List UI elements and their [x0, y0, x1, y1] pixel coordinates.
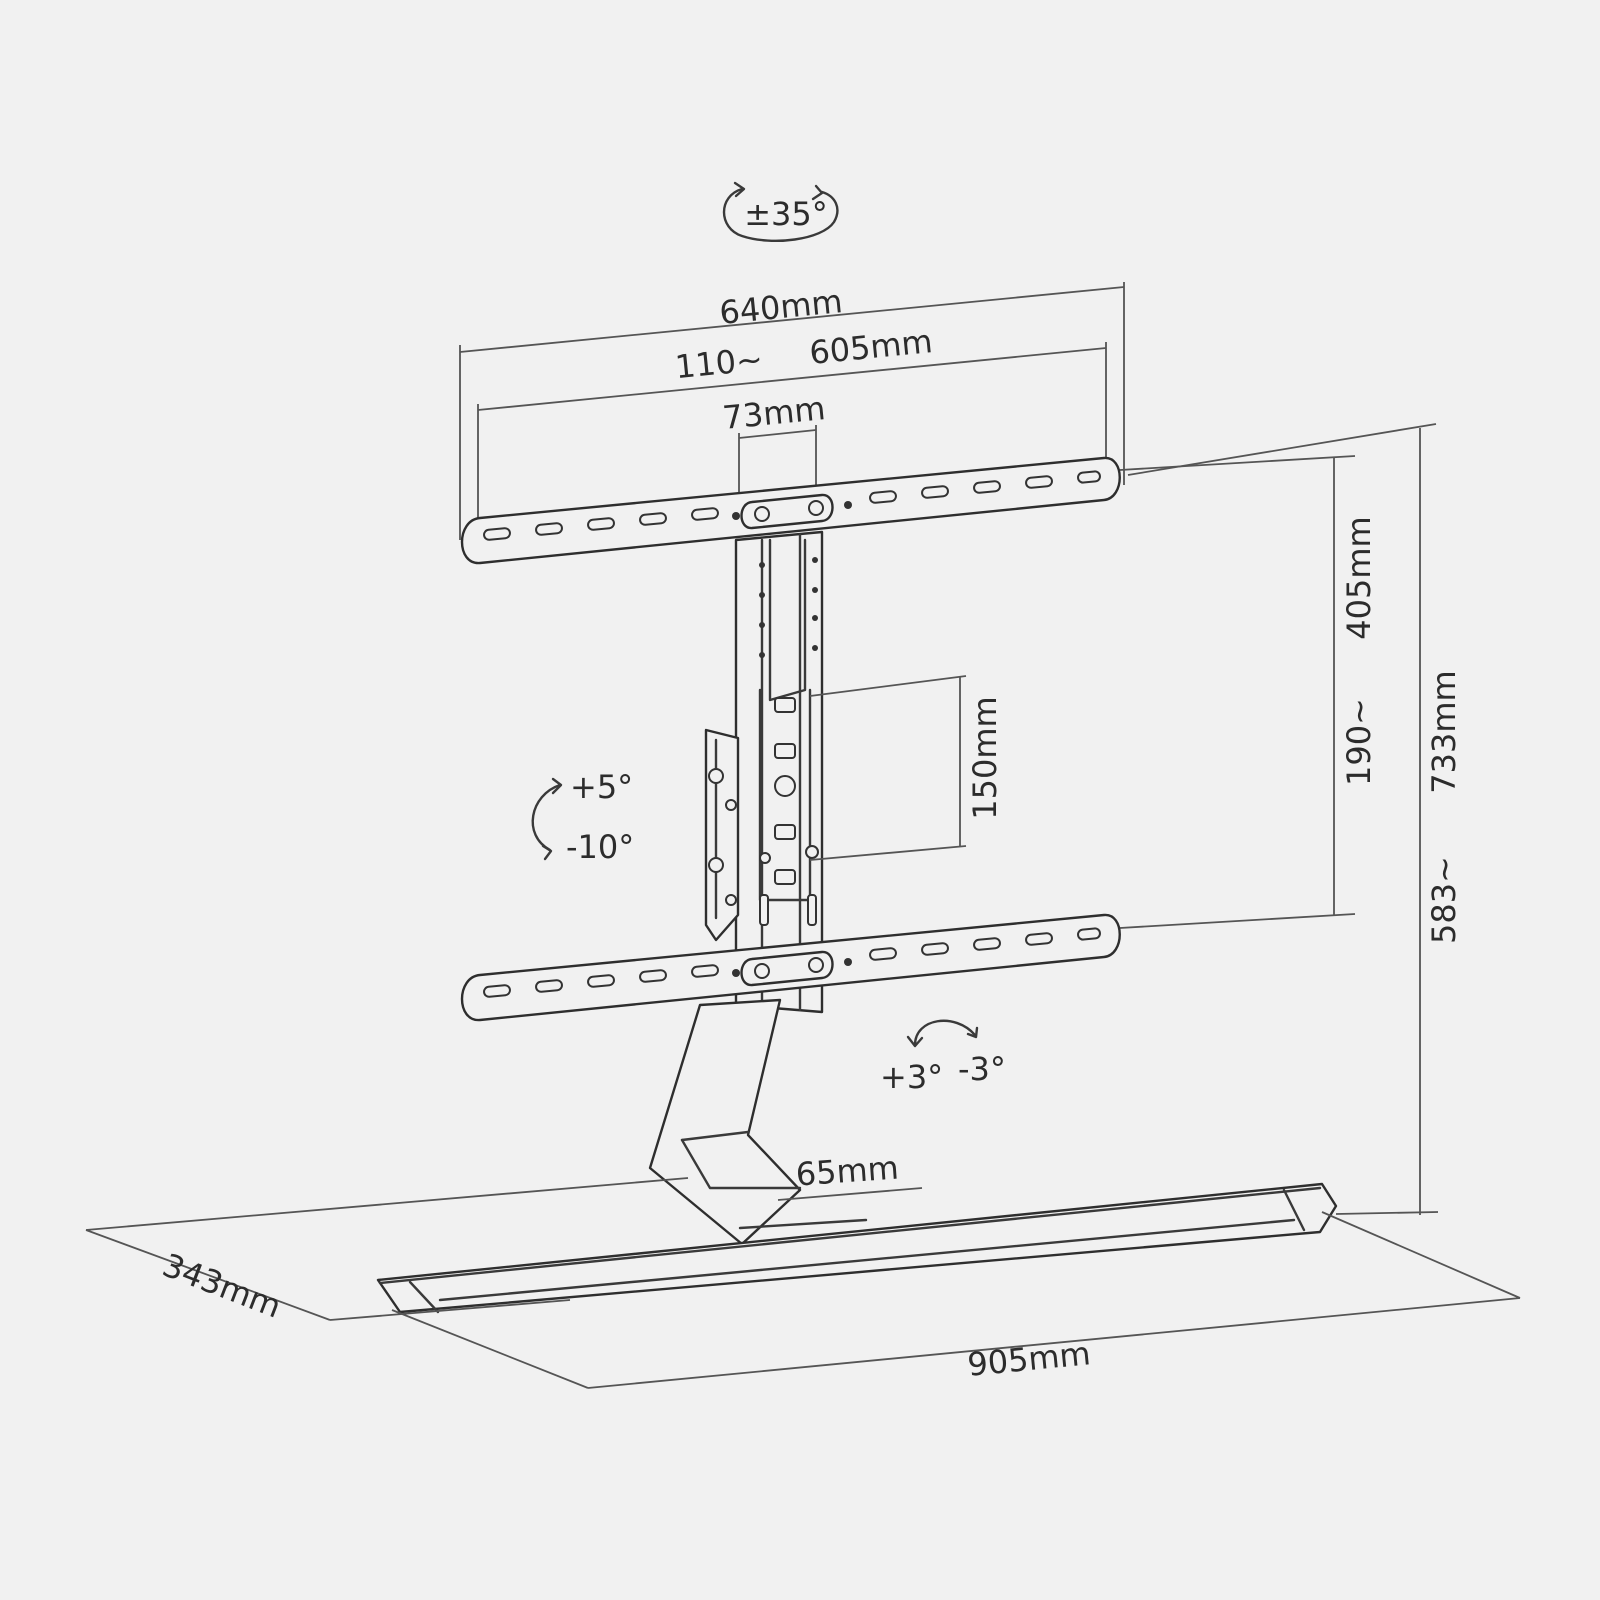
- neck-post: [648, 998, 868, 1246]
- vertical-adjust-dimension: [809, 675, 967, 861]
- bottom-mounting-arm: [460, 913, 1121, 1022]
- total-height-low-label: 583~: [1425, 856, 1463, 944]
- vertical-adjust-label: 150mm: [966, 696, 1004, 819]
- height-range-high-label: 405mm: [1340, 516, 1378, 639]
- tilt-bracket: [704, 728, 740, 942]
- tilt-arrow-icon: [531, 777, 563, 861]
- neck-label: 65mm: [795, 1148, 900, 1193]
- top-mounting-arm: [460, 456, 1121, 565]
- width-max-label: 605mm: [808, 322, 935, 372]
- level-minus-label: -3°: [958, 1050, 1006, 1088]
- vertical-column: [734, 530, 824, 1014]
- neck-dimension-line: [777, 1187, 923, 1201]
- depth-label: 343mm: [158, 1246, 287, 1326]
- height-range-low-label: 190~: [1340, 698, 1378, 786]
- level-plus-label: +3°: [880, 1058, 943, 1096]
- footprint-dimension-lines: [85, 1177, 1521, 1389]
- width-dimension-lines: [459, 282, 1125, 540]
- swivel-arrow-icon: [722, 181, 839, 242]
- tilt-down-label: -10°: [566, 828, 634, 866]
- tilt-up-label: +5°: [570, 768, 633, 806]
- base-foot: [376, 1182, 1338, 1314]
- height-dimension-lines: [1119, 423, 1437, 1215]
- level-arrow-icon: [906, 1019, 979, 1048]
- base-width-label: 905mm: [966, 1334, 1092, 1384]
- swivel-label: ±35°: [744, 195, 828, 233]
- width-min-label: 110~: [673, 340, 764, 386]
- width-outer-label: 640mm: [718, 282, 845, 332]
- total-height-high-label: 733mm: [1425, 670, 1463, 793]
